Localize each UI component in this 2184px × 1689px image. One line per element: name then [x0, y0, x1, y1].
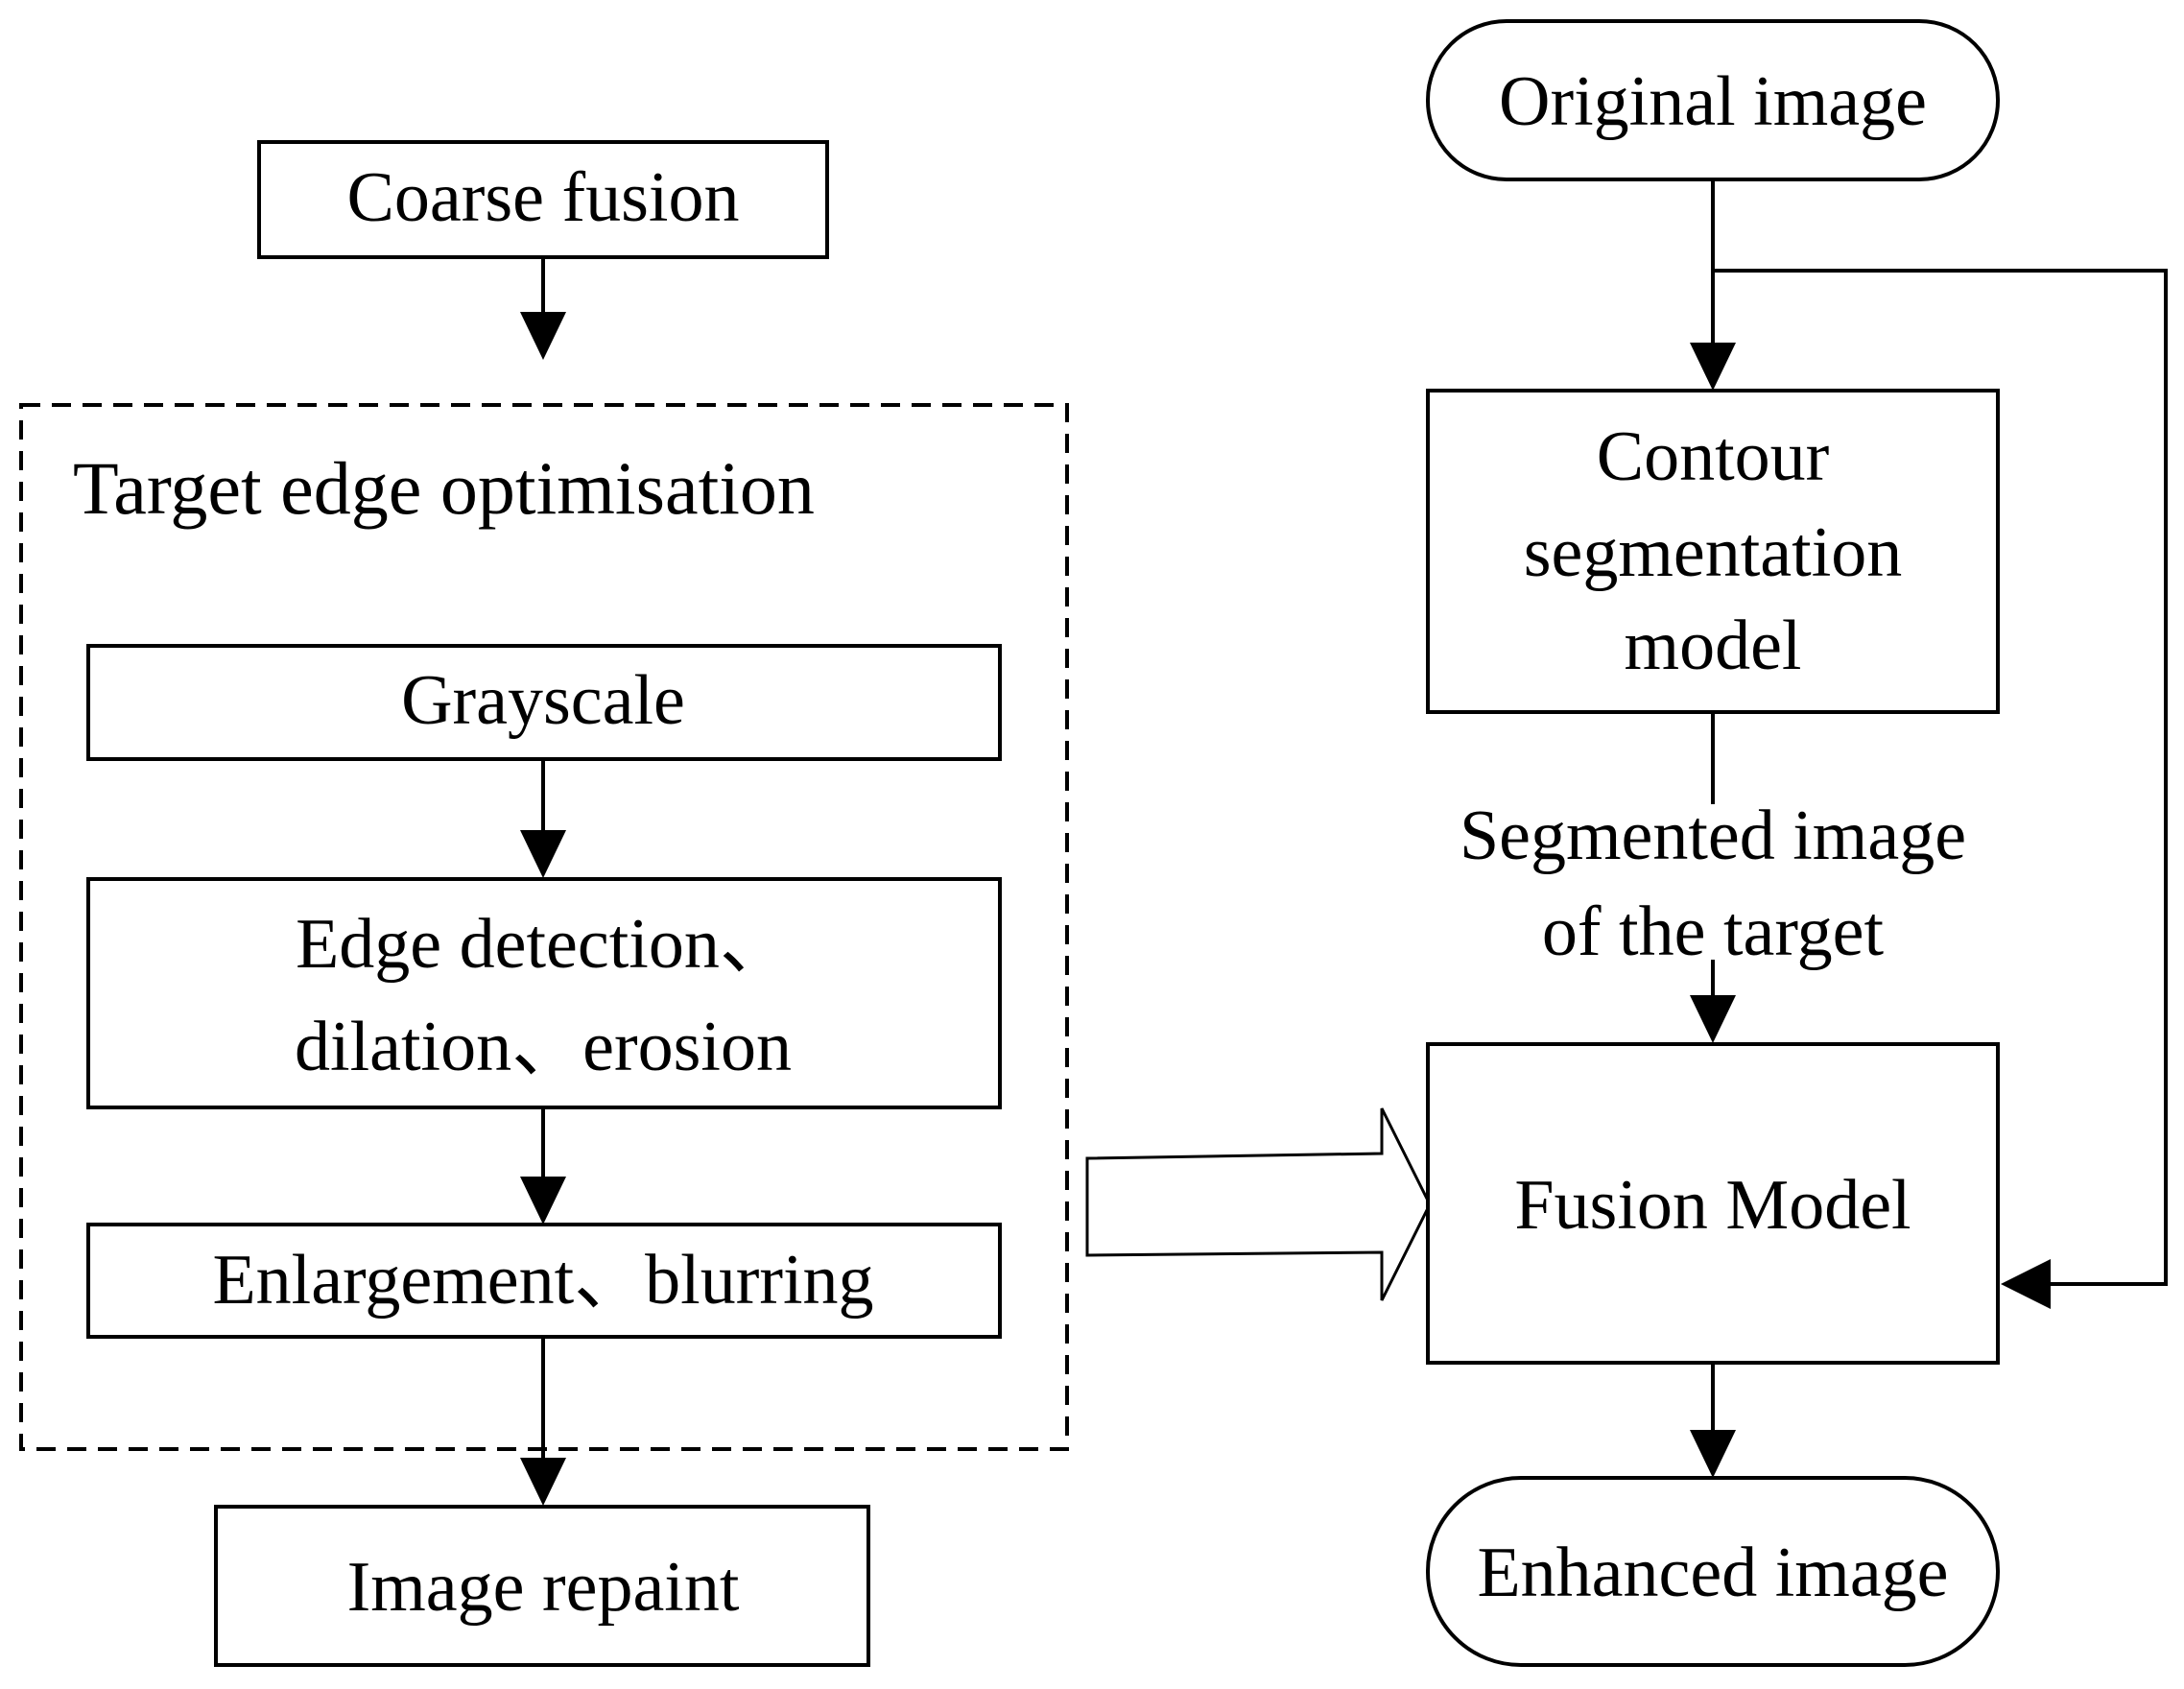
segmented-line-1: Segmented image: [1460, 797, 1966, 875]
original-image-node: Original image: [1426, 19, 2000, 181]
group-title: Target edge optimisation: [73, 446, 815, 530]
contour-line-2: segmentation: [1524, 513, 1903, 592]
arrow-coarse-to-group: [520, 257, 566, 360]
arrow-edge-to-enlargement: [520, 1107, 566, 1225]
enhanced-image-node: Enhanced image: [1426, 1476, 2000, 1667]
arrow-enlargement-to-repaint: [520, 1337, 566, 1506]
segmented-image-label: Segmented image of the target: [1460, 797, 1966, 971]
contour-segmentation-node: Contour segmentation model: [1426, 389, 2000, 714]
edge-detection-line-2: dilation、erosion: [295, 1008, 792, 1086]
edge-detection-node: Edge detection、 dilation、erosion: [86, 877, 1002, 1109]
arrow-grayscale-to-edge: [520, 759, 566, 878]
enlargement-node: Enlargement、blurring: [86, 1223, 1002, 1339]
bypass-original-to-fusion: [1713, 269, 2168, 1309]
fusion-model-label: Fusion Model: [1514, 1166, 1911, 1245]
image-repaint-label: Image repaint: [347, 1548, 740, 1627]
grayscale-node: Grayscale: [86, 644, 1002, 761]
edge-detection-line-1: Edge detection、: [296, 905, 791, 984]
arrow-original-to-contour: [1690, 179, 1736, 391]
coarse-fusion-label: Coarse fusion: [347, 158, 740, 237]
original-image-label: Original image: [1499, 62, 1927, 141]
target-edge-optimisation-group: Target edge optimisation: [19, 403, 1069, 1451]
contour-line-1: Contour: [1597, 417, 1830, 496]
enhanced-image-label: Enhanced image: [1477, 1534, 1948, 1612]
image-repaint-node: Image repaint: [214, 1505, 870, 1667]
grayscale-label: Grayscale: [401, 661, 685, 740]
arrow-fusion-to-enhanced: [1690, 1363, 1736, 1478]
enlargement-label: Enlargement、blurring: [212, 1241, 873, 1320]
hollow-arrow-to-fusion: [1085, 1107, 1432, 1301]
contour-line-3: model: [1625, 607, 1802, 685]
segmented-line-2: of the target: [1542, 892, 1885, 971]
coarse-fusion-node: Coarse fusion: [257, 140, 829, 259]
fusion-model-node: Fusion Model: [1426, 1042, 2000, 1365]
arrow-segmented-to-fusion: [1690, 960, 1736, 1043]
